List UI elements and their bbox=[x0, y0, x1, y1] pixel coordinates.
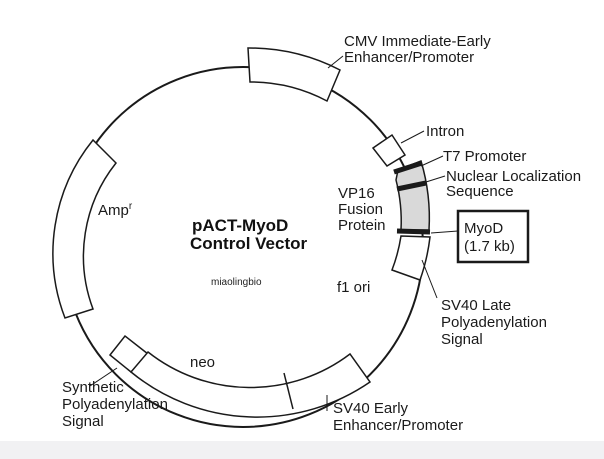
watermark-text: miaolingbio bbox=[211, 277, 262, 288]
bottom-strip bbox=[0, 441, 604, 459]
synthetic-label-line1: Synthetic bbox=[62, 379, 124, 396]
vp16-label-line1: VP16 bbox=[338, 185, 375, 202]
synthetic-label-line3: Signal bbox=[62, 413, 104, 430]
synthetic-label-line2: Polyadenylation bbox=[62, 396, 168, 413]
t7-leader bbox=[420, 155, 444, 167]
myod-box bbox=[456, 209, 530, 264]
cmv-label-line1: CMV Immediate-Early bbox=[344, 33, 491, 50]
vp16-label-line2: Fusion bbox=[338, 201, 383, 218]
neo-label: neo bbox=[190, 354, 215, 371]
intron-segment bbox=[371, 133, 407, 167]
cmv-leader bbox=[327, 55, 344, 69]
intron-label: Intron bbox=[426, 123, 464, 140]
sv40late-label-line1: SV40 Late bbox=[441, 297, 511, 314]
amp-label-main: Amp bbox=[98, 202, 129, 219]
amp-label: Ampr bbox=[98, 201, 133, 219]
nls-label-line1: Nuclear Localization bbox=[446, 168, 581, 185]
cmv-promoter-segment bbox=[247, 47, 341, 103]
t7-promoter-marker bbox=[393, 160, 423, 175]
cmv-label-line2: Enhancer/Promoter bbox=[344, 49, 474, 66]
synthetic-leader bbox=[89, 367, 118, 387]
myod-label-line1: MyoD bbox=[464, 220, 503, 237]
neo-sv40-segment bbox=[129, 350, 372, 418]
t7-label: T7 Promoter bbox=[443, 148, 526, 165]
myod-leader bbox=[430, 230, 459, 234]
f1-ori-segment bbox=[391, 235, 431, 281]
amp-label-sup: r bbox=[129, 201, 133, 212]
neo-sv40-divider bbox=[283, 372, 294, 410]
f1ori-label: f1 ori bbox=[337, 279, 370, 296]
vector-title-line2: Control Vector bbox=[190, 234, 308, 253]
ampr-segment bbox=[52, 138, 118, 319]
sv40late-label-line3: Signal bbox=[441, 331, 483, 348]
intron-leader bbox=[400, 130, 425, 144]
nls-label-line2: Sequence bbox=[446, 183, 514, 200]
sv40early-label-line1: SV40 Early bbox=[333, 400, 409, 417]
nls-marker bbox=[396, 180, 427, 192]
sv40early-label-line2: Enhancer/Promoter bbox=[333, 417, 463, 434]
vp16-label-line3: Protein bbox=[338, 217, 386, 234]
myod-insert-marker bbox=[396, 228, 431, 235]
nls-leader bbox=[425, 175, 446, 183]
sv40late-label-line2: Polyadenylation bbox=[441, 314, 547, 331]
vector-title-line1: pACT-MyoD bbox=[192, 216, 288, 235]
myod-label-line2: (1.7 kb) bbox=[464, 238, 515, 255]
sv40late-leader bbox=[421, 259, 438, 299]
